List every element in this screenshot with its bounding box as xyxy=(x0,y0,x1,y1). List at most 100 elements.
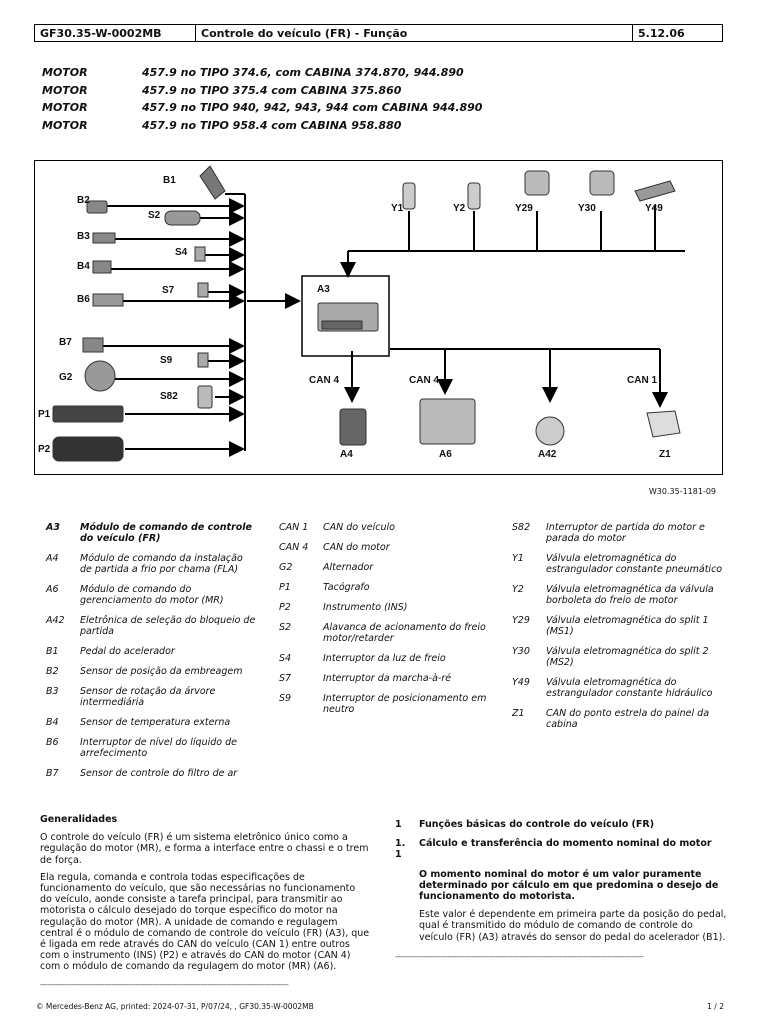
legend-text: Tacógrafo xyxy=(323,582,370,593)
legend-item: CAN 4 CAN do motor xyxy=(279,542,494,553)
legend-item: S9 Interruptor de posicionamento em neutr… xyxy=(279,693,494,715)
legend-text: Interruptor de partida do motor e parada… xyxy=(546,522,705,544)
label-s4: S4 xyxy=(175,247,188,258)
divider: ----------------------------------------… xyxy=(40,979,289,989)
page-number: 1 / 2 xyxy=(707,1002,724,1011)
legend-text: CAN do motor xyxy=(323,542,390,553)
legend-item: CAN 1 CAN do veículo xyxy=(279,522,494,533)
label-s7: S7 xyxy=(162,285,175,296)
legend-item: G2 Alternador xyxy=(279,562,494,573)
motor-text: 457.9 no TIPO 375.4 com CABINA 375.860 xyxy=(142,83,402,97)
legend-text: Válvula eletromagnética do split 1 (MS1) xyxy=(546,615,709,637)
label-y1: Y1 xyxy=(391,203,404,214)
legend-item: S4 Interruptor da luz de freio xyxy=(279,653,494,664)
legend-code: S9 xyxy=(279,693,292,704)
label-b4: B4 xyxy=(77,261,90,272)
subsection-title-text: Cálculo e transferência do momento nomin… xyxy=(419,838,712,850)
document-code: GF30.35-W-0002MB xyxy=(35,25,196,41)
legend-column-1: A3 Módulo de comando de controle do veícu… xyxy=(46,522,256,788)
legend-text: Válvula eletromagnética do split 2 (MS2) xyxy=(546,646,709,668)
bold-paragraph: O momento nominal do motor é um valor pu… xyxy=(419,868,719,903)
legend-text: Sensor de temperatura externa xyxy=(80,717,231,728)
wiring-diagram-svg xyxy=(52,165,685,462)
legend-item: A3 Módulo de comando de controle do veícu… xyxy=(46,522,256,544)
label-y30: Y30 xyxy=(578,203,596,214)
label-y2: Y2 xyxy=(453,203,466,214)
legend-item: B3 Sensor de rotação da árvore intermediá… xyxy=(46,686,256,708)
section-title-text: Funções básicas do controle do veículo (… xyxy=(419,819,655,830)
legend-code: S7 xyxy=(279,673,292,684)
legend-code: A3 xyxy=(46,522,60,533)
page-footer: © Mercedes-Benz AG, printed: 2024-07-31,… xyxy=(36,1002,724,1011)
legend-text: Instrumento (INS) xyxy=(323,602,408,613)
label-can4-a: CAN 4 xyxy=(309,375,340,386)
functions-section: 1 Funções básicas do controle do veículo … xyxy=(395,819,727,962)
legend-text: Sensor de rotação da árvore intermediári… xyxy=(80,686,216,708)
label-z1: Z1 xyxy=(659,449,671,460)
legend-code: CAN 1 xyxy=(279,522,309,533)
paragraph: Este valor é dependente em primeira part… xyxy=(419,909,727,943)
legend-code: Y29 xyxy=(512,615,530,626)
legend-code: Y1 xyxy=(512,553,524,564)
legend-code: S4 xyxy=(279,653,292,664)
legend-code: CAN 4 xyxy=(279,542,309,553)
legend-item: Y29 Válvula eletromagnética do split 1 (M… xyxy=(512,615,727,637)
legend-text: Sensor de posição da embreagem xyxy=(80,666,243,677)
legend-code: Y2 xyxy=(512,584,524,595)
legend-text: Módulo de comando de controle do veículo… xyxy=(80,522,252,544)
label-s9: S9 xyxy=(160,355,173,366)
paragraph: Ela regula, comanda e controla todas esp… xyxy=(40,871,370,973)
legend-code: G2 xyxy=(279,562,293,573)
label-b6: B6 xyxy=(77,294,90,305)
legend-text: Módulo de comando da instalação de parti… xyxy=(80,553,243,575)
label-y49: Y49 xyxy=(645,203,663,214)
divider: ----------------------------------------… xyxy=(395,951,644,961)
general-section: Generalidades O controle do veículo (FR)… xyxy=(40,814,370,990)
legend-code: Z1 xyxy=(512,708,525,719)
section-number: 1 xyxy=(395,819,402,830)
motor-key: MOTOR xyxy=(42,66,88,79)
label-b2: B2 xyxy=(77,195,90,206)
legend-text: Alavanca de acionamento do freio motor/r… xyxy=(323,622,486,644)
label-b1: B1 xyxy=(163,175,176,186)
legend-column-2: CAN 1 CAN do veículo CAN 4 CAN do motor G2… xyxy=(279,522,494,724)
label-p1: P1 xyxy=(38,409,51,420)
section-heading: Generalidades xyxy=(40,814,118,825)
legend-item: Y2 Válvula eletromagnética da válvula bor… xyxy=(512,584,727,606)
a3-box xyxy=(301,275,390,357)
label-a3: A3 xyxy=(317,284,330,295)
legend-text: Eletrônica de seleção do bloqueio de par… xyxy=(80,615,256,637)
legend-text: Sensor de controle do filtro de ar xyxy=(80,768,238,779)
document-header: GF30.35-W-0002MB Controle do veículo (FR… xyxy=(34,24,723,42)
legend-text: Válvula eletromagnética da válvula borbo… xyxy=(546,584,714,606)
legend-text: Interruptor da luz de freio xyxy=(323,653,446,664)
legend-text: CAN do veículo xyxy=(323,522,395,533)
label-s82: S82 xyxy=(160,391,178,402)
wiring-diagram: B1 B2 S2 B3 S4 B4 S7 B6 B7 S9 G2 S82 P1 … xyxy=(34,160,723,475)
legend-text: Interruptor de posicionamento em neutro xyxy=(323,693,487,715)
legend-item: Z1 CAN do ponto estrela do painel da cabi… xyxy=(512,708,727,730)
motor-text: 457.9 no TIPO 940, 942, 943, 944 com CAB… xyxy=(142,101,483,114)
motor-key: MOTOR xyxy=(42,83,88,97)
legend-code: A6 xyxy=(46,584,59,595)
motor-text: 457.9 no TIPO 958.4 com CABINA 958.880 xyxy=(142,118,402,132)
legend-code: B3 xyxy=(46,686,59,697)
legend-code: Y49 xyxy=(512,677,530,688)
legend-text: Alternador xyxy=(323,562,374,573)
legend-text: CAN do ponto estrela do painel da cabina xyxy=(546,708,710,730)
legend-code: B1 xyxy=(46,646,59,657)
document-title: Controle do veículo (FR) - Função xyxy=(196,25,633,41)
label-a6: A6 xyxy=(439,449,452,460)
